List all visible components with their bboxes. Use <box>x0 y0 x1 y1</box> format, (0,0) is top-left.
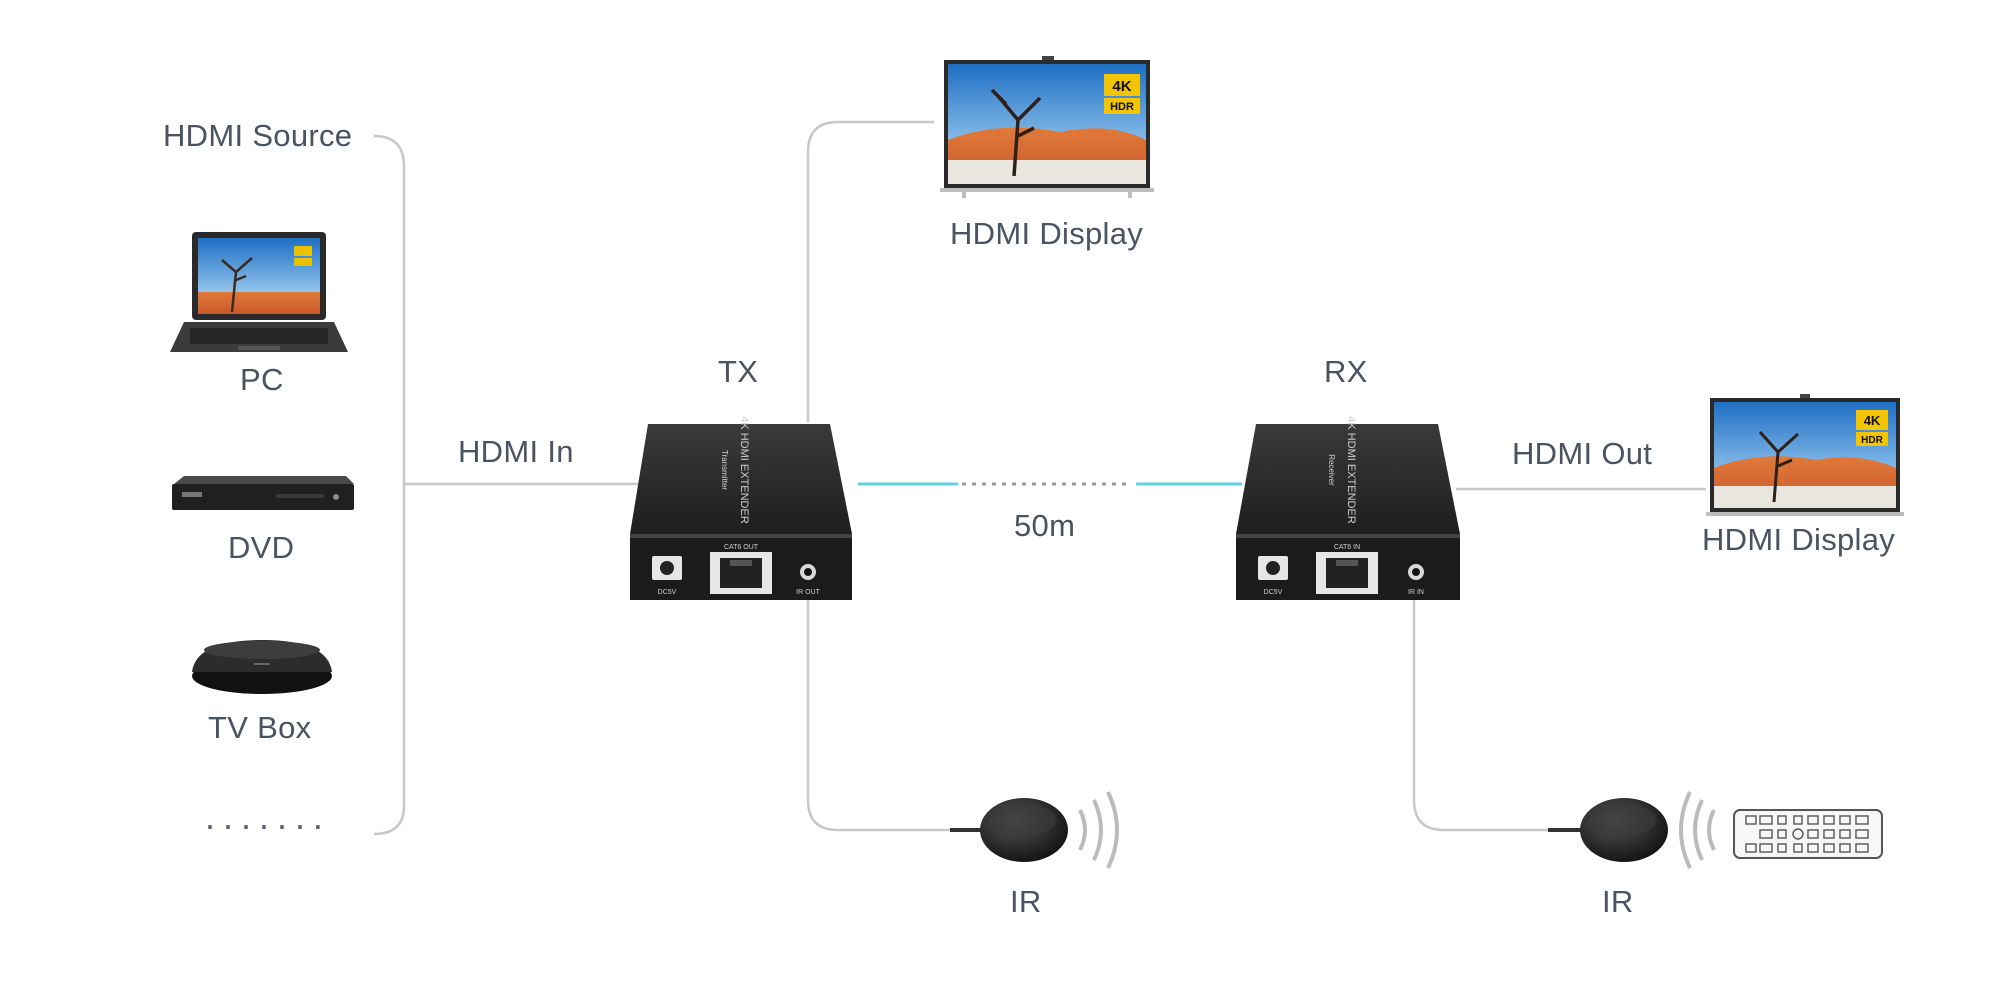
rx-label: RX <box>1324 354 1368 389</box>
tx-port-ir-label: IR OUT <box>796 589 820 596</box>
tx-device-title: 4K HDMI EXTENDER <box>738 416 750 524</box>
hdmi-source-label: HDMI Source <box>163 118 353 153</box>
rx-port-ir-label: IR IN <box>1408 589 1424 596</box>
tx-display-line <box>806 120 934 422</box>
rx-ir-line <box>1412 600 1548 832</box>
tx-port-cat-label: CAT6 OUT <box>724 544 759 551</box>
rx-extender-device: 4K HDMI EXTENDER Receiver DC5V CAT6 IN I… <box>1236 416 1460 600</box>
tv-box-label: TV Box <box>208 710 312 745</box>
tx-extender-device: 4K HDMI EXTENDER Transmitter DC5V CAT6 O… <box>630 416 852 600</box>
remote-control-icon <box>1733 809 1883 859</box>
hdmi-out-label: HDMI Out <box>1512 436 1653 471</box>
rx-device-title: 4K HDMI EXTENDER <box>1345 416 1357 524</box>
tx-ir-line <box>806 600 950 832</box>
display-top-badge-hdr: HDR <box>1110 101 1134 113</box>
ir-right-label: IR <box>1602 884 1634 919</box>
pc-label: PC <box>240 362 284 397</box>
tx-device-subtitle: Transmitter <box>720 450 729 490</box>
laptop-icon <box>170 232 348 352</box>
tx-port-power-label: DC5V <box>658 589 677 596</box>
display-icon-top: 4K HDR <box>940 56 1154 198</box>
rx-device-subtitle: Receiver <box>1327 454 1336 486</box>
rx-port-power-label: DC5V <box>1264 589 1283 596</box>
display-top-badge-4k: 4K <box>1112 78 1131 95</box>
display-icon-right: 4K HDR <box>1706 394 1904 516</box>
display-right-badge-4k: 4K <box>1864 413 1881 428</box>
dvd-player-icon <box>172 476 354 510</box>
ir-sensor-left <box>950 791 1119 869</box>
tv-box-icon <box>192 640 332 694</box>
ir-sensor-right <box>1548 791 1716 869</box>
source-bracket <box>373 134 406 836</box>
tx-label: TX <box>718 354 759 389</box>
distance-label: 50m <box>1014 508 1076 543</box>
more-sources-ellipsis: ······· <box>204 804 330 845</box>
rx-port-cat-label: CAT6 IN <box>1334 544 1360 551</box>
hdmi-display-right-label: HDMI Display <box>1702 522 1896 557</box>
hdmi-in-label: HDMI In <box>458 434 574 469</box>
display-right-badge-hdr: HDR <box>1861 435 1883 446</box>
dvd-label: DVD <box>228 530 295 565</box>
hdmi-display-top-label: HDMI Display <box>950 216 1144 251</box>
ir-left-label: IR <box>1010 884 1042 919</box>
